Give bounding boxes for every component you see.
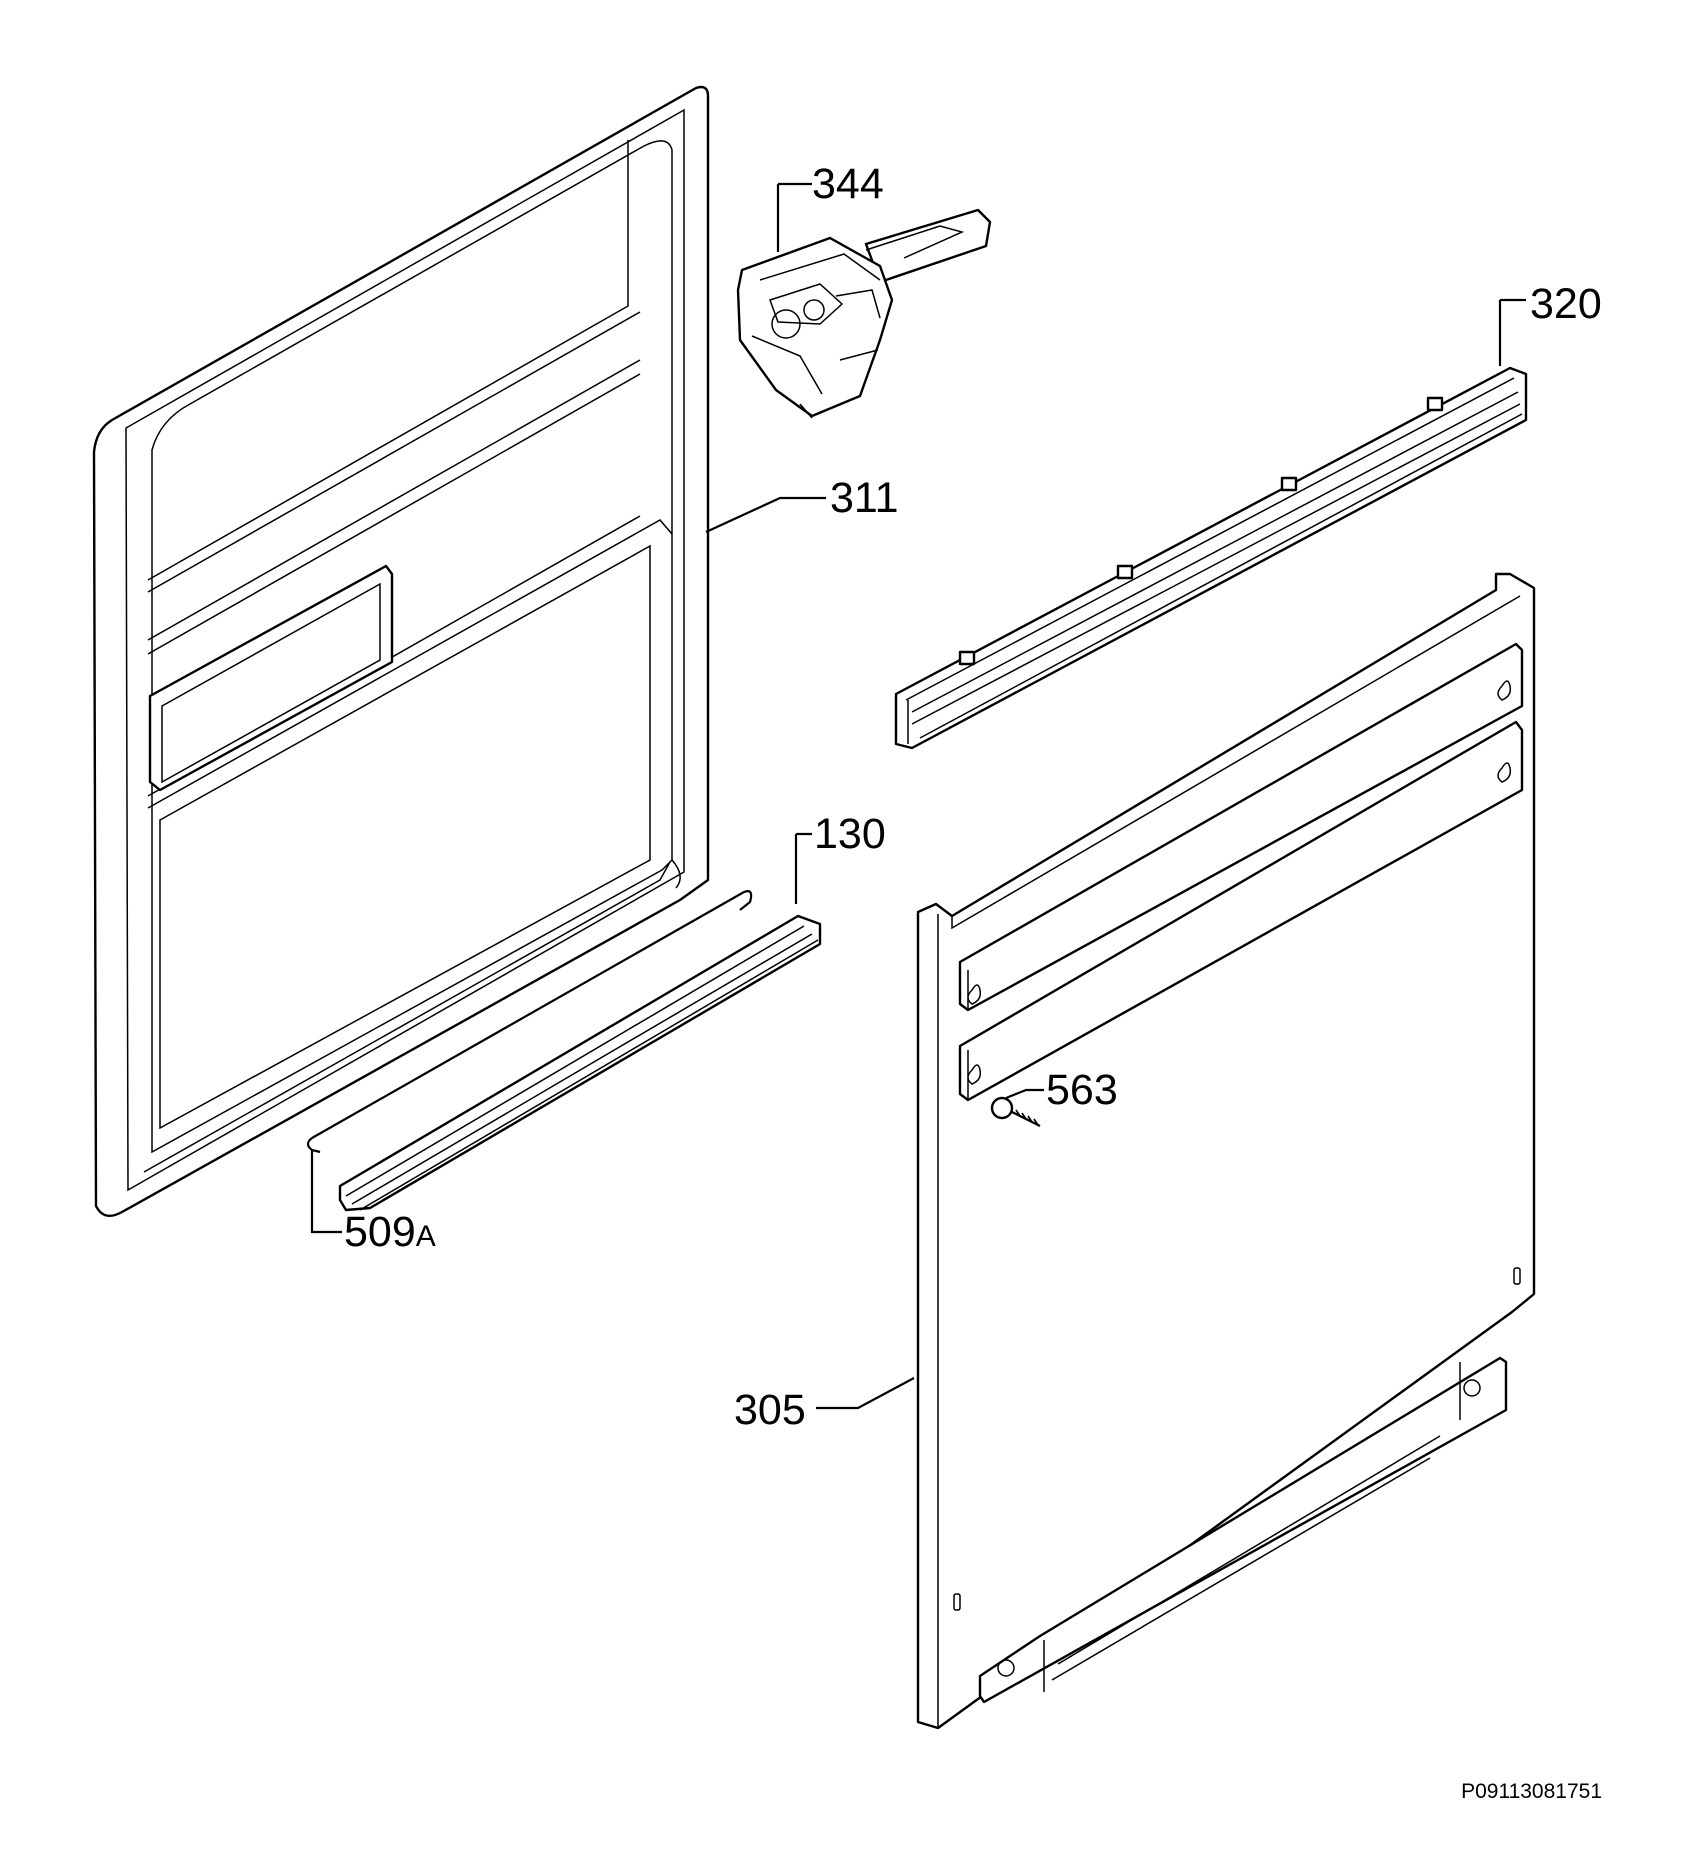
callout-311: 311 (830, 474, 899, 522)
callout-labels: 344 320 311 130 509A 563 305 (344, 160, 1602, 1434)
leader-305 (816, 1377, 915, 1410)
leader-320 (1498, 298, 1526, 366)
bottom-seal-part (338, 914, 822, 1212)
callout-130: 130 (814, 810, 886, 858)
leader-130 (794, 832, 812, 904)
leader-344 (776, 182, 812, 252)
outer-door-panel (916, 572, 1536, 1730)
top-profile-part (894, 366, 1528, 750)
callout-344: 344 (812, 160, 884, 208)
door-lock-part (736, 208, 992, 419)
callout-563: 563 (1046, 1066, 1118, 1114)
reference-code: P09113081751 (1461, 1780, 1602, 1803)
callout-305: 305 (734, 1386, 806, 1434)
callout-509a: 509A (344, 1208, 436, 1256)
leader-509a (310, 1150, 342, 1234)
screw-part (990, 1096, 1041, 1127)
hinge-wire-part (306, 890, 753, 1154)
leader-563 (1005, 1088, 1044, 1100)
callout-509a-number: 509 (344, 1208, 416, 1256)
callout-509a-suffix: A (416, 1220, 436, 1253)
inner-door-panel (92, 85, 710, 1218)
leader-311 (705, 496, 826, 533)
leader-lines (310, 182, 1526, 1410)
callout-320: 320 (1530, 280, 1602, 328)
